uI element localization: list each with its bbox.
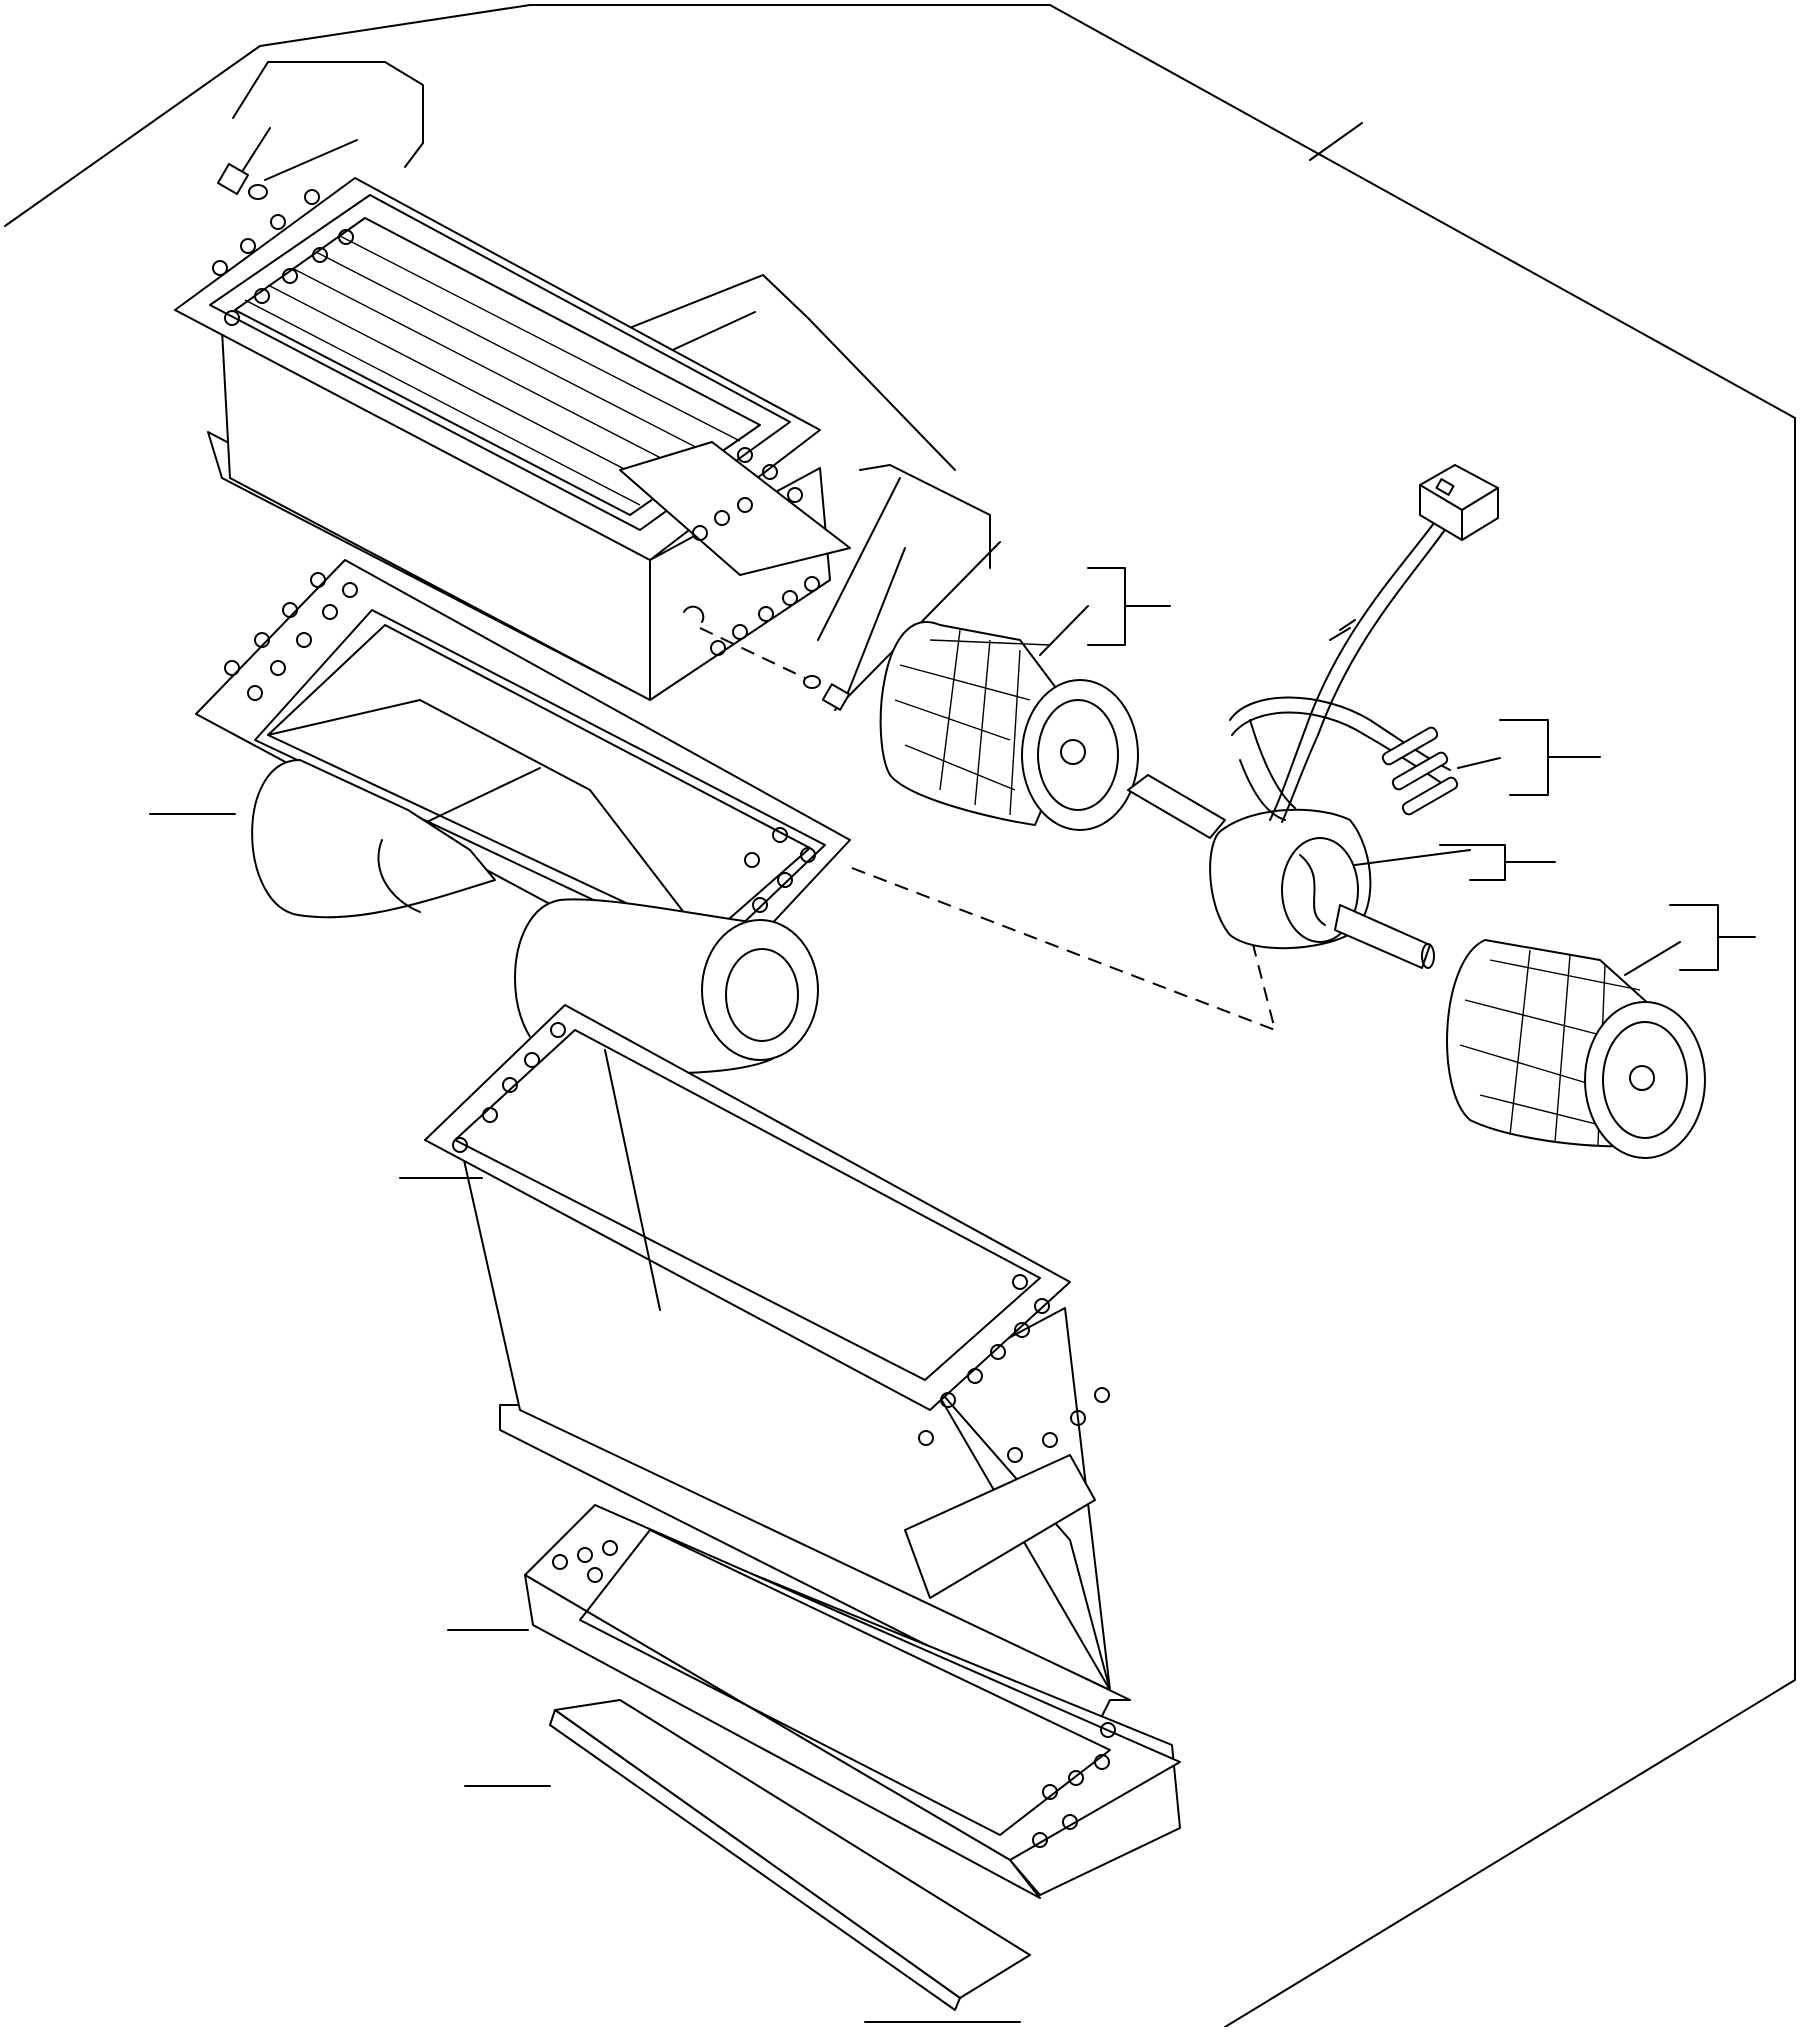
bracket-fittings-right bbox=[859, 464, 991, 569]
leader-fitting-a bbox=[239, 127, 271, 176]
bracket-fittings bbox=[232, 61, 424, 168]
fan-wheel-icon bbox=[1446, 904, 1756, 1159]
fitting-icon bbox=[216, 162, 851, 711]
wire-harness-icon bbox=[1229, 514, 1601, 823]
group-boundary bbox=[4, 4, 1796, 2028]
bracket-heater-core bbox=[611, 274, 956, 471]
connector-icon bbox=[1419, 464, 1499, 541]
blower-scroll-icon bbox=[149, 759, 819, 1075]
boundary-callout bbox=[1309, 122, 1363, 161]
leader-right-b bbox=[844, 547, 906, 701]
evaporator-core-icon bbox=[447, 1387, 1181, 1899]
air-filter-icon bbox=[464, 1699, 1031, 2023]
leader-right-a bbox=[817, 477, 901, 641]
leader-fitting-b bbox=[264, 139, 358, 181]
upper-duct-icon bbox=[195, 559, 851, 991]
blower-motor-icon bbox=[1127, 774, 1556, 969]
heater-core-icon bbox=[174, 177, 851, 701]
fan-wheel-icon bbox=[879, 567, 1171, 831]
reference-line bbox=[851, 867, 1277, 1032]
